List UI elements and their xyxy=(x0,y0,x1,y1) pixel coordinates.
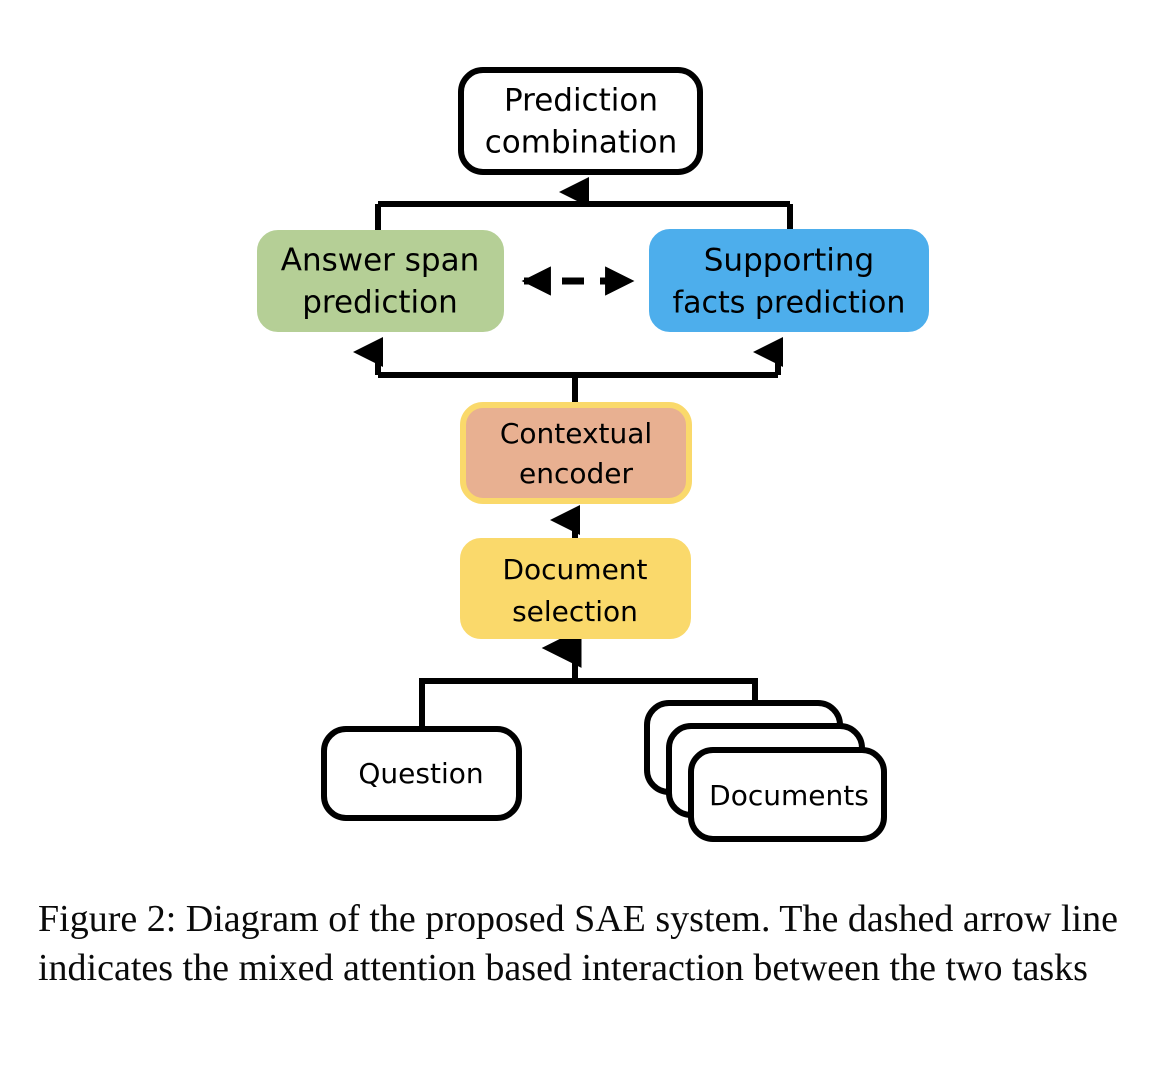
document-selection-label-line2: selection xyxy=(512,595,638,628)
node-answer-span-prediction[interactable]: Answer span prediction xyxy=(257,230,504,332)
prediction-combination-label-line2: combination xyxy=(485,125,678,161)
contextual-encoder-label-line2: encoder xyxy=(519,457,633,490)
prediction-combination-label-line1: Prediction xyxy=(504,83,658,119)
supporting-facts-prediction-label-line2: facts prediction xyxy=(673,286,906,321)
document-selection-box[interactable] xyxy=(460,538,691,639)
contextual-encoder-label-line1: Contextual xyxy=(500,417,652,450)
node-contextual-encoder[interactable]: Contextual encoder xyxy=(460,402,692,504)
answer-span-prediction-label-line2: prediction xyxy=(302,285,458,321)
answer-span-prediction-box[interactable] xyxy=(257,230,504,332)
node-document-selection[interactable]: Document selection xyxy=(460,538,691,639)
node-question[interactable]: Question xyxy=(321,726,522,821)
edge-inputs-to-document-selection xyxy=(419,628,758,728)
sae-system-diagram: Prediction combination Answer span predi… xyxy=(257,67,929,842)
contextual-encoder-box[interactable] xyxy=(460,402,692,504)
edge-predictions-to-prediction-combination xyxy=(375,177,793,231)
question-label: Question xyxy=(358,757,483,790)
node-supporting-facts-prediction[interactable]: Supporting facts prediction xyxy=(649,229,929,332)
edge-contextual-encoder-to-predictions xyxy=(353,337,783,404)
node-documents[interactable]: Documents xyxy=(644,700,887,842)
supporting-facts-prediction-label-line1: Supporting xyxy=(704,243,875,279)
figure-caption: Figure 2: Diagram of the proposed SAE sy… xyxy=(38,898,1118,989)
supporting-facts-prediction-box[interactable] xyxy=(649,229,929,332)
answer-span-prediction-label-line1: Answer span xyxy=(281,243,480,279)
prediction-combination-box[interactable] xyxy=(458,67,703,175)
document-selection-label-line1: Document xyxy=(502,553,647,586)
documents-card-front[interactable] xyxy=(688,747,887,842)
documents-label: Documents xyxy=(709,779,869,812)
question-box[interactable] xyxy=(321,726,522,821)
node-prediction-combination[interactable]: Prediction combination xyxy=(458,67,703,175)
